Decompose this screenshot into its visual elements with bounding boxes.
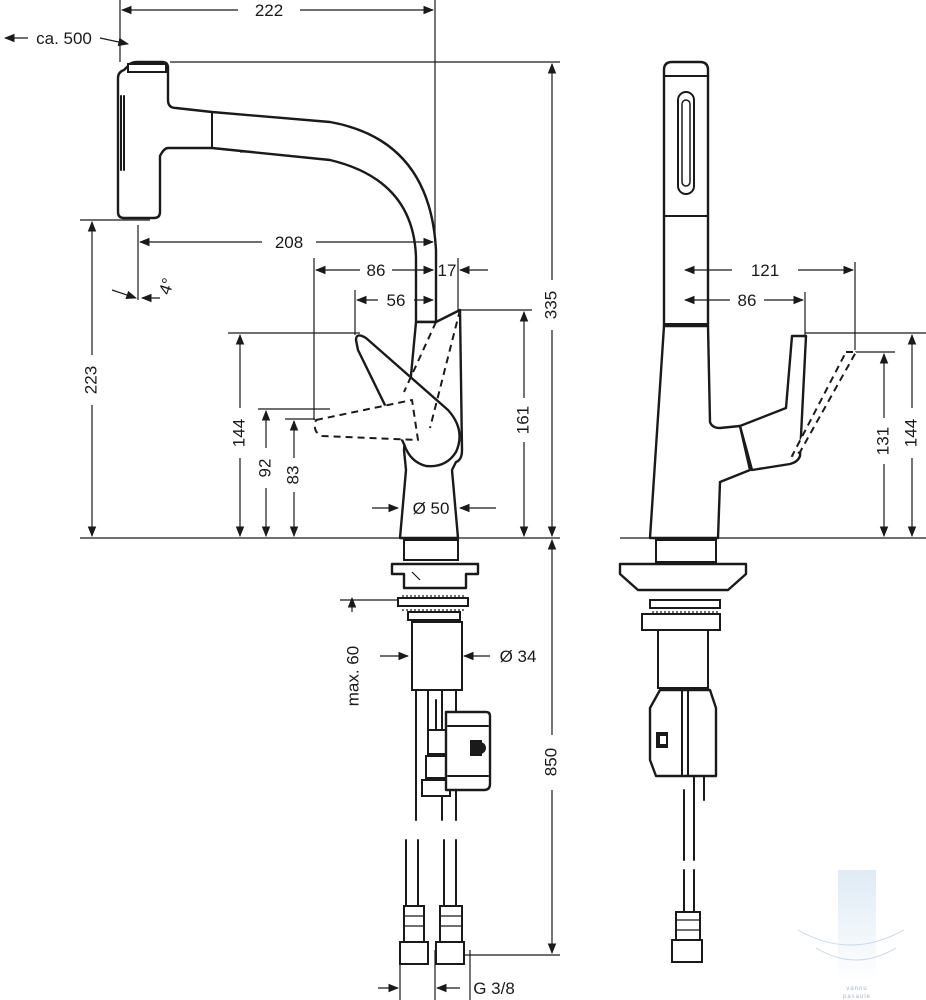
dim-side-86: 86 — [738, 291, 757, 310]
watermark-line1: vannu — [846, 986, 867, 992]
dim-144-left: 144 — [229, 419, 248, 447]
dim-208: 208 — [275, 233, 303, 252]
dim-pull-out: ca. 500 — [36, 29, 92, 48]
dim-diameter-34: Ø 34 — [500, 647, 537, 666]
dim-side-121: 121 — [751, 261, 779, 280]
side-view — [618, 60, 857, 963]
dim-side-144: 144 — [901, 419, 920, 447]
dim-850: 850 — [541, 748, 560, 776]
dim-222: 222 — [255, 1, 283, 20]
dim-83: 83 — [283, 466, 302, 485]
front-view — [116, 60, 492, 965]
dim-angle: 4° — [155, 276, 178, 297]
dimension-arrows — [3, 5, 917, 993]
dim-lever-86: 86 — [367, 261, 386, 280]
dim-diameter-50: Ø 50 — [413, 499, 450, 518]
dim-g38: G 3/8 — [473, 979, 515, 998]
dim-max-60: max. 60 — [343, 646, 362, 706]
dim-side-131: 131 — [873, 427, 892, 455]
dim-161: 161 — [513, 406, 532, 434]
dim-56: 56 — [387, 291, 406, 310]
dimension-labels: 222 ca. 500 208 86 17 56 4° 335 223 144 … — [36, 1, 920, 998]
watermark-line2: pasaule — [843, 994, 871, 1000]
dim-17: 17 — [438, 261, 457, 280]
extension-lines — [80, 0, 926, 1000]
dim-223: 223 — [81, 366, 100, 394]
watermark: vannu pasaule — [797, 870, 905, 1000]
dim-92: 92 — [255, 459, 274, 478]
dim-335: 335 — [541, 291, 560, 319]
